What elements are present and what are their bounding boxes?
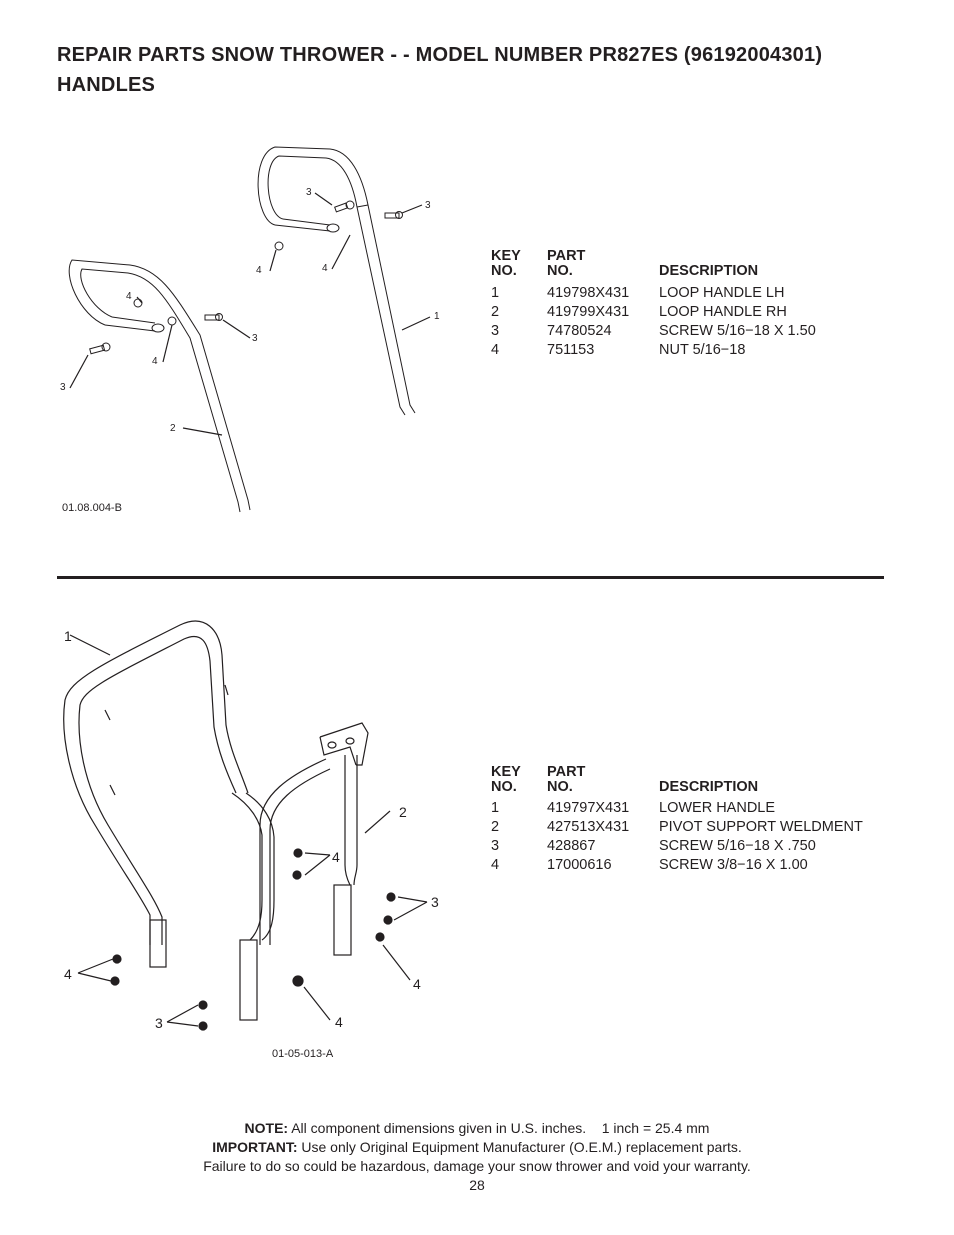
parts-table-1: KEY NO. PART NO. DESCRIPTION 1 419798X43… bbox=[491, 247, 891, 367]
row-part: 427513X431 bbox=[547, 819, 630, 835]
page-number: 28 bbox=[469, 1177, 485, 1193]
header-description: DESCRIPTION bbox=[659, 779, 759, 795]
row-part: 74780524 bbox=[547, 323, 612, 339]
row-key: 4 bbox=[491, 857, 500, 873]
callout-4: 4 bbox=[152, 356, 158, 367]
callout-4: 4 bbox=[322, 263, 328, 274]
header-part: PART bbox=[547, 764, 586, 780]
callout-1: 1 bbox=[434, 311, 440, 322]
footer-warning: Failure to do so could be hazardous, dam… bbox=[203, 1158, 751, 1174]
row-desc: LOOP HANDLE RH bbox=[659, 304, 787, 320]
row-desc: SCREW 5/16−18 X .750 bbox=[659, 838, 816, 854]
callout-4: 4 bbox=[413, 976, 421, 992]
important-text: Use only Original Equipment Manufacturer… bbox=[301, 1139, 742, 1155]
header-description: DESCRIPTION bbox=[659, 263, 759, 279]
loop-handle-lh bbox=[257, 146, 416, 416]
callout-3: 3 bbox=[252, 333, 258, 344]
row-part: 751153 bbox=[547, 342, 595, 358]
callout-4: 4 bbox=[332, 849, 340, 865]
row-part: 419799X431 bbox=[547, 304, 630, 320]
header-key: KEY bbox=[491, 248, 521, 264]
note-text: All component dimensions given in U.S. i… bbox=[291, 1120, 710, 1136]
row-desc: LOWER HANDLE bbox=[659, 800, 776, 816]
row-key: 3 bbox=[491, 838, 500, 854]
diagram-code: 01-05-013-A bbox=[272, 1048, 334, 1060]
pivot-support-weldment bbox=[239, 722, 369, 1021]
callout-2: 2 bbox=[399, 804, 407, 820]
row-part: 419797X431 bbox=[547, 800, 630, 816]
header-key-no: NO. bbox=[491, 779, 517, 795]
callout-3: 3 bbox=[155, 1015, 163, 1031]
callout-3: 3 bbox=[431, 894, 439, 910]
footer-important: IMPORTANT: Use only Original Equipment M… bbox=[0, 1138, 954, 1157]
section-divider bbox=[57, 576, 884, 579]
page-title: REPAIR PARTS SNOW THROWER - - MODEL NUMB… bbox=[57, 40, 822, 100]
row-key: 1 bbox=[491, 285, 500, 301]
row-key: 2 bbox=[491, 819, 500, 835]
row-desc: SCREW 5/16−18 X 1.50 bbox=[659, 323, 816, 339]
row-desc: LOOP HANDLE LH bbox=[659, 285, 785, 301]
header-key-no: NO. bbox=[491, 263, 517, 279]
row-key: 2 bbox=[491, 304, 500, 320]
leader-lines-section2 bbox=[69, 634, 428, 1027]
hardware-section1 bbox=[89, 200, 403, 355]
leader-lines-section1 bbox=[69, 192, 431, 436]
row-part: 428867 bbox=[547, 838, 596, 854]
page-title-line2: HANDLES bbox=[57, 74, 156, 96]
header-part-no: NO. bbox=[547, 263, 573, 279]
header-part: PART bbox=[547, 248, 586, 264]
callout-4: 4 bbox=[64, 966, 72, 982]
callouts-section2: 1 2 4 3 4 4 4 3 bbox=[64, 628, 439, 1031]
loop-handle-rh bbox=[68, 259, 251, 513]
lower-handle bbox=[63, 620, 275, 968]
callout-1: 1 bbox=[64, 628, 72, 644]
callout-3: 3 bbox=[60, 382, 66, 393]
callout-4: 4 bbox=[335, 1014, 343, 1030]
row-key: 3 bbox=[491, 323, 500, 339]
row-key: 1 bbox=[491, 800, 500, 816]
important-label: IMPORTANT: bbox=[212, 1139, 298, 1155]
parts-table-2: KEY NO. PART NO. DESCRIPTION 1 419797X43… bbox=[491, 763, 891, 883]
callout-2: 2 bbox=[170, 423, 176, 434]
row-part: 419798X431 bbox=[547, 285, 630, 301]
loop-handles-diagram: 3 3 4 4 1 4 3 4 3 2 bbox=[60, 146, 440, 513]
callouts-section1: 3 3 4 4 1 4 3 4 3 2 bbox=[60, 187, 440, 434]
row-desc: NUT 5/16−18 bbox=[659, 342, 746, 358]
callout-4: 4 bbox=[256, 265, 262, 276]
diagram-code: 01.08.004-B bbox=[62, 502, 122, 514]
header-part-no: NO. bbox=[547, 779, 573, 795]
callout-4: 4 bbox=[126, 291, 132, 302]
page-title-line1: REPAIR PARTS SNOW THROWER - - MODEL NUMB… bbox=[57, 44, 823, 66]
hardware-section2 bbox=[110, 848, 396, 1031]
lower-handle-diagram: 1 2 4 3 4 4 4 3 bbox=[63, 620, 439, 1031]
row-desc: SCREW 3/8−16 X 1.00 bbox=[659, 857, 808, 873]
callout-3: 3 bbox=[306, 187, 312, 198]
row-desc: PIVOT SUPPORT WELDMENT bbox=[659, 819, 863, 835]
note-label: NOTE: bbox=[244, 1120, 289, 1136]
callout-3: 3 bbox=[425, 200, 431, 211]
header-key: KEY bbox=[491, 764, 521, 780]
footer-note: NOTE: All component dimensions given in … bbox=[0, 1119, 954, 1138]
row-key: 4 bbox=[491, 342, 500, 358]
row-part: 17000616 bbox=[547, 857, 612, 873]
